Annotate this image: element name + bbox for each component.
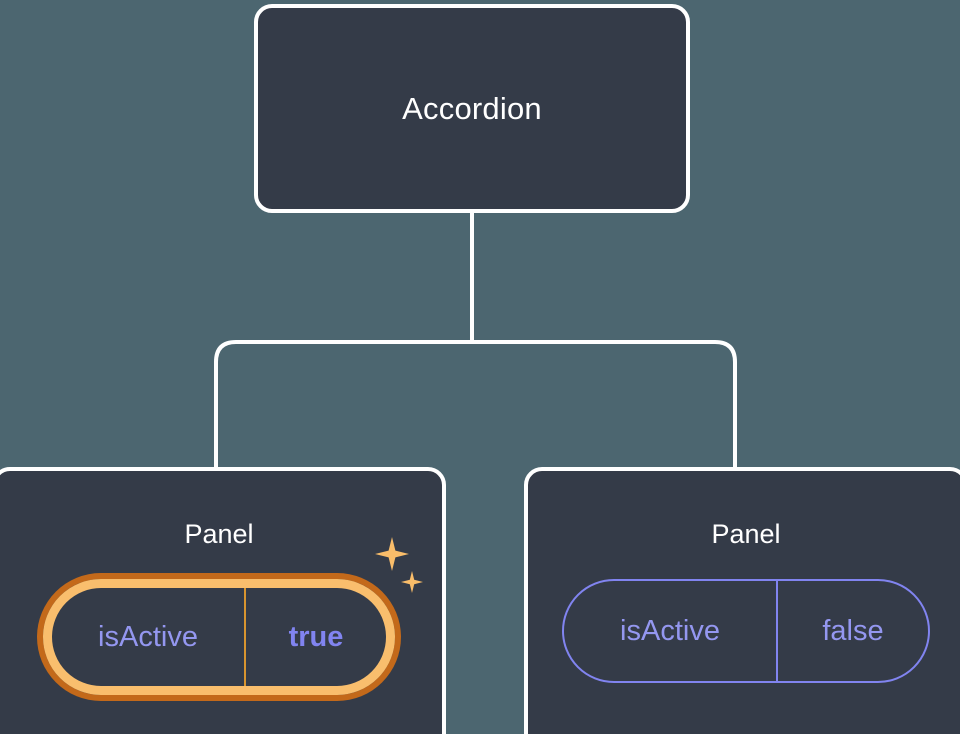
prop-key-label: isActive [564, 581, 778, 681]
prop-key-label: isActive [52, 588, 246, 686]
prop-pill-left-wrap: isActive true [43, 537, 423, 695]
node-accordion[interactable]: Accordion [254, 4, 690, 213]
prop-value-label: false [822, 614, 884, 647]
sparkle-group [375, 537, 435, 607]
prop-pill-is-active-true[interactable]: isActive true [43, 579, 395, 695]
sparkle-icon [375, 537, 409, 571]
sparkle-icon [401, 571, 423, 593]
connector-branch-left [214, 340, 472, 470]
prop-pill-right-wrap: isActive false [562, 579, 930, 683]
prop-pill-is-active-false[interactable]: isActive false [562, 579, 930, 683]
connector-branch-right [472, 340, 737, 470]
node-panel-left[interactable]: Panel isActive true [0, 467, 446, 734]
node-panel-right[interactable]: Panel isActive false [524, 467, 960, 734]
prop-value-label: true [288, 620, 344, 653]
node-panel-right-title: Panel [711, 519, 781, 549]
node-panel-left-title: Panel [184, 519, 254, 549]
node-accordion-title: Accordion [402, 91, 542, 126]
